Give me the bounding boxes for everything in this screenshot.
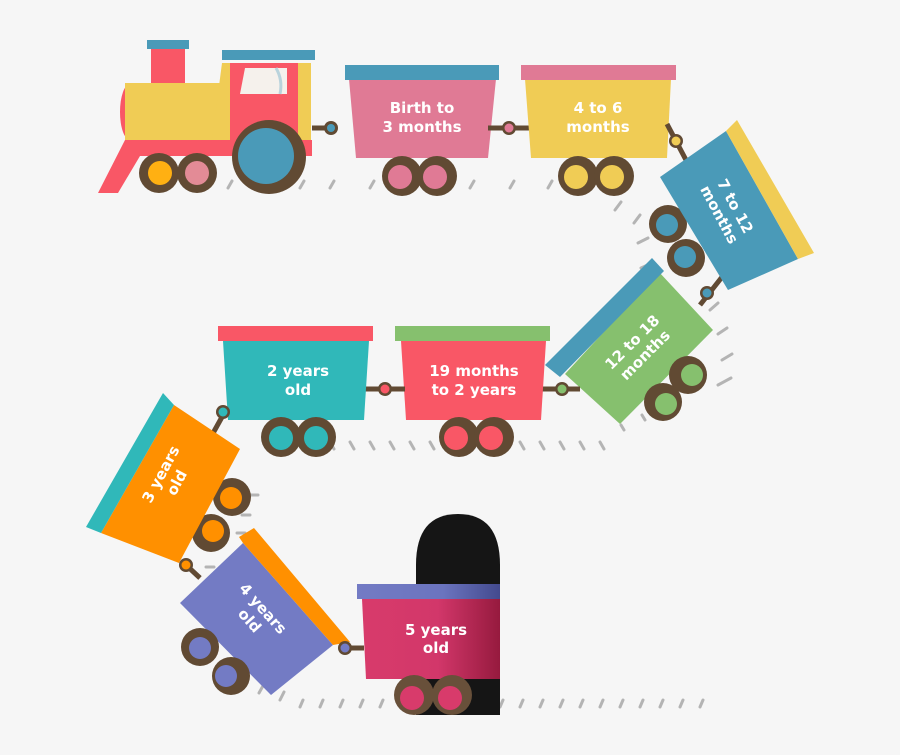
car-label-line1: 4 to 6 [574, 99, 623, 117]
boiler [125, 83, 225, 141]
car-label-line1: 5 years [405, 621, 467, 639]
car-label-line2: old [285, 381, 311, 399]
locomotive [98, 40, 338, 194]
engine-wheel-small-1 [139, 153, 179, 193]
car-4-to-6-months: 4 to 6 months [521, 65, 689, 196]
car-5-years-old: 5 years old [357, 584, 500, 715]
car-12-to-18-months: 12 to 18 months [540, 258, 713, 424]
car-label-line2: 3 months [382, 118, 461, 136]
car-label-line1: Birth to [390, 99, 455, 117]
car-label-line1: 19 months [429, 362, 519, 380]
car-label-line1: 2 years [267, 362, 329, 380]
cab-side [298, 63, 311, 140]
chimney-cap [147, 40, 189, 49]
cab-roof [222, 50, 315, 60]
engine-wheel-large [232, 120, 306, 194]
car-7-to-12-months: 7 to 12 months [649, 120, 814, 307]
engine-wheel-small-2 [177, 153, 217, 193]
car-label-line2: old [423, 639, 449, 657]
car-2-years-old: 2 years old [209, 326, 373, 457]
car-birth-to-3-months: Birth to 3 months [345, 65, 530, 196]
cab-window [240, 68, 287, 94]
car-label-line2: to 2 years [432, 381, 517, 399]
car-label-line2: months [566, 118, 629, 136]
car-4-years-old: 4 years old [180, 528, 364, 695]
track-right [619, 301, 734, 432]
car-3-years-old: 3 years old [86, 393, 251, 580]
car-19-months-to-2-years: 19 months to 2 years [364, 326, 550, 457]
